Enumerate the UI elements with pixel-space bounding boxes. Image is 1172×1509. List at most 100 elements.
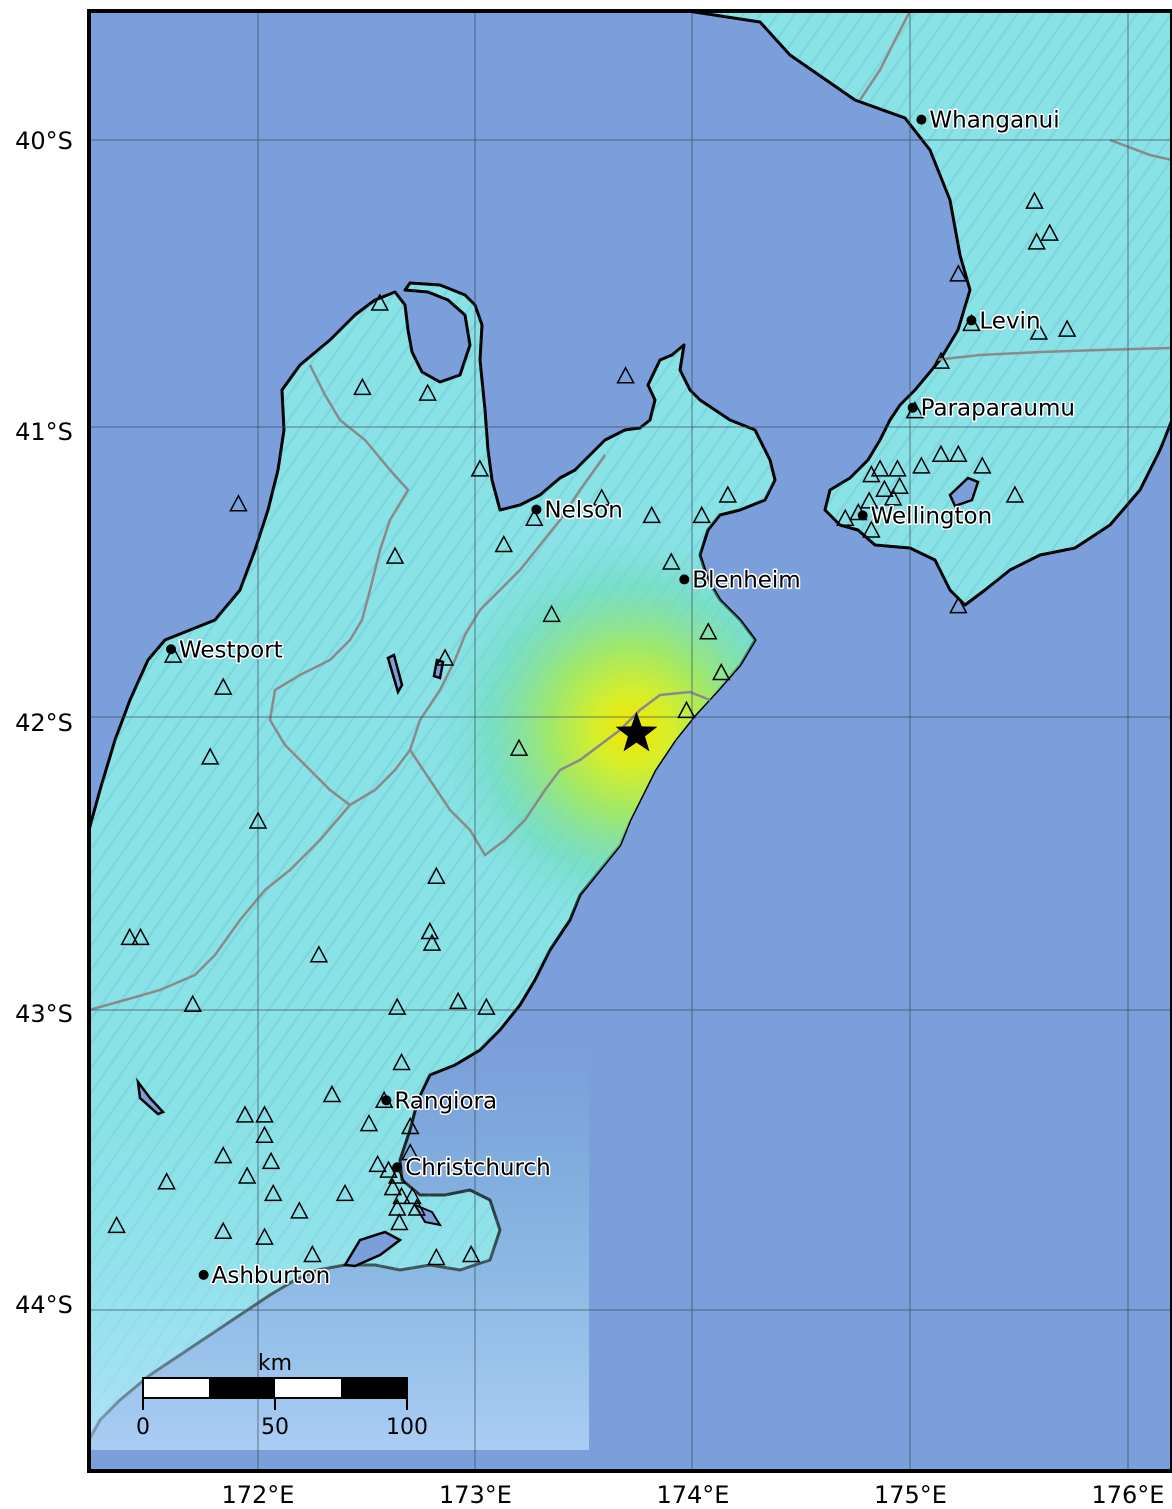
station-triangle-icon xyxy=(494,534,514,553)
station-triangle-icon xyxy=(303,1244,322,1263)
station-triangle-icon xyxy=(255,1105,274,1123)
station-triangle-icon xyxy=(403,1186,422,1205)
station-triangle-icon xyxy=(385,546,405,564)
city-label: Blenheim xyxy=(692,567,800,593)
station-triangle-icon xyxy=(712,662,731,681)
station-triangle-icon xyxy=(237,1166,257,1184)
station-triangle-icon xyxy=(973,456,992,474)
station-triangle-icon xyxy=(353,377,372,396)
station-triangle-icon xyxy=(859,491,879,509)
latitude-tick-label: 42°S xyxy=(15,709,73,737)
longitude-tick-label: 174°E xyxy=(657,1481,730,1509)
station-triangle-icon xyxy=(401,1143,420,1161)
latitude-tick-label: 41°S xyxy=(15,418,73,446)
station-triangle-icon xyxy=(235,1105,255,1123)
station-triangle-icon xyxy=(255,1125,274,1143)
station-triangle-icon xyxy=(322,1084,342,1103)
station-triangle-icon xyxy=(401,1116,420,1135)
station-triangle-icon xyxy=(698,622,718,640)
station-triangle-icon xyxy=(875,479,894,497)
station-triangle-icon xyxy=(509,738,529,756)
station-triangle-icon xyxy=(1025,191,1044,209)
latitude-tick-label: 40°S xyxy=(15,127,73,155)
scale-tick-0: 0 xyxy=(136,1415,150,1440)
region-borders xyxy=(89,11,1172,1012)
station-triangle-icon xyxy=(368,1154,387,1173)
station-triangle-icon xyxy=(107,1215,126,1234)
longitude-tick-label: 172°E xyxy=(222,1481,295,1509)
station-triangle-icon xyxy=(261,1151,281,1170)
station-triangle-icon xyxy=(642,505,661,524)
city-dot xyxy=(166,644,176,655)
latitude-tick-label: 44°S xyxy=(15,1291,73,1319)
station-triangle-icon xyxy=(912,456,931,474)
station-triangle-icon xyxy=(383,1178,403,1196)
station-triangle-icon xyxy=(213,1145,233,1164)
station-triangle-icon xyxy=(1027,232,1046,250)
station-triangle-icon xyxy=(949,596,968,614)
station-triangle-icon xyxy=(542,604,561,623)
station-triangle-icon xyxy=(359,1113,379,1132)
station-triangle-icon xyxy=(213,1221,233,1239)
station-triangle-icon xyxy=(592,488,611,506)
city-dot xyxy=(392,1162,403,1173)
station-triangle-icon xyxy=(200,747,220,765)
station-triangle-icon xyxy=(662,552,681,570)
city-label: Rangiora xyxy=(394,1088,497,1114)
station-triangle-icon xyxy=(890,476,909,495)
station-triangle-icon xyxy=(949,264,968,282)
station-triangle-icon xyxy=(888,459,907,477)
latitude-tick-label: 43°S xyxy=(15,1000,73,1028)
station-triangle-icon xyxy=(255,1227,274,1245)
station-triangle-icon xyxy=(931,444,951,463)
city-label: Whanganui xyxy=(929,108,1059,134)
scale-tick-50: 50 xyxy=(261,1415,289,1440)
latitude-axis-labels: 40°S 41°S 42°S 43°S 44°S xyxy=(15,127,73,1319)
station-triangle-icon xyxy=(427,866,446,884)
station-triangle-icon xyxy=(229,494,248,512)
city-dot xyxy=(966,315,977,326)
station-triangle-icon xyxy=(418,383,437,401)
station-triangle-icon xyxy=(862,465,881,483)
station-triangle-icon xyxy=(524,508,544,527)
scale-unit: km xyxy=(258,1351,292,1376)
city-dot xyxy=(907,402,918,413)
station-triangle-icon xyxy=(931,351,951,369)
seismic-stations xyxy=(72,191,1077,1294)
station-triangle-icon xyxy=(390,1212,409,1231)
station-triangle-icon xyxy=(1029,322,1049,340)
station-triangle-icon xyxy=(435,648,455,666)
station-triangle-icon xyxy=(157,1172,176,1190)
station-triangle-icon xyxy=(1040,223,1059,241)
city-label: Ashburton xyxy=(212,1263,331,1289)
city-label: Paraparaumu xyxy=(921,396,1075,422)
station-triangle-icon xyxy=(392,1186,411,1205)
station-triangle-icon xyxy=(387,1166,407,1184)
station-triangle-icon xyxy=(309,945,329,963)
station-triangle-icon xyxy=(870,459,890,477)
station-triangle-icon xyxy=(883,488,903,506)
station-triangle-icon xyxy=(461,1244,481,1263)
station-triangle-icon xyxy=(470,459,490,477)
station-triangle-icon xyxy=(183,994,202,1013)
station-triangle-icon xyxy=(1005,485,1025,503)
scale-bar: km 0 50 100 xyxy=(136,1351,428,1440)
city-label: Westport xyxy=(179,637,283,663)
graticule xyxy=(89,11,1172,1471)
station-triangle-icon xyxy=(422,933,442,951)
station-triangle-icon xyxy=(427,1247,446,1266)
station-triangle-icon xyxy=(72,1279,88,1294)
station-triangle-icon xyxy=(290,1201,309,1219)
station-triangle-icon xyxy=(1057,319,1077,337)
city-dot xyxy=(381,1095,392,1106)
station-triangle-icon xyxy=(477,997,496,1015)
station-triangle-icon xyxy=(448,991,468,1010)
station-triangle-icon xyxy=(949,444,968,463)
station-triangle-icon xyxy=(836,508,855,527)
city-label: Nelson xyxy=(544,498,622,524)
station-triangle-icon xyxy=(263,1183,283,1202)
station-triangle-icon xyxy=(387,997,407,1015)
station-triangle-icon xyxy=(213,677,233,695)
city-dot xyxy=(198,1269,209,1280)
